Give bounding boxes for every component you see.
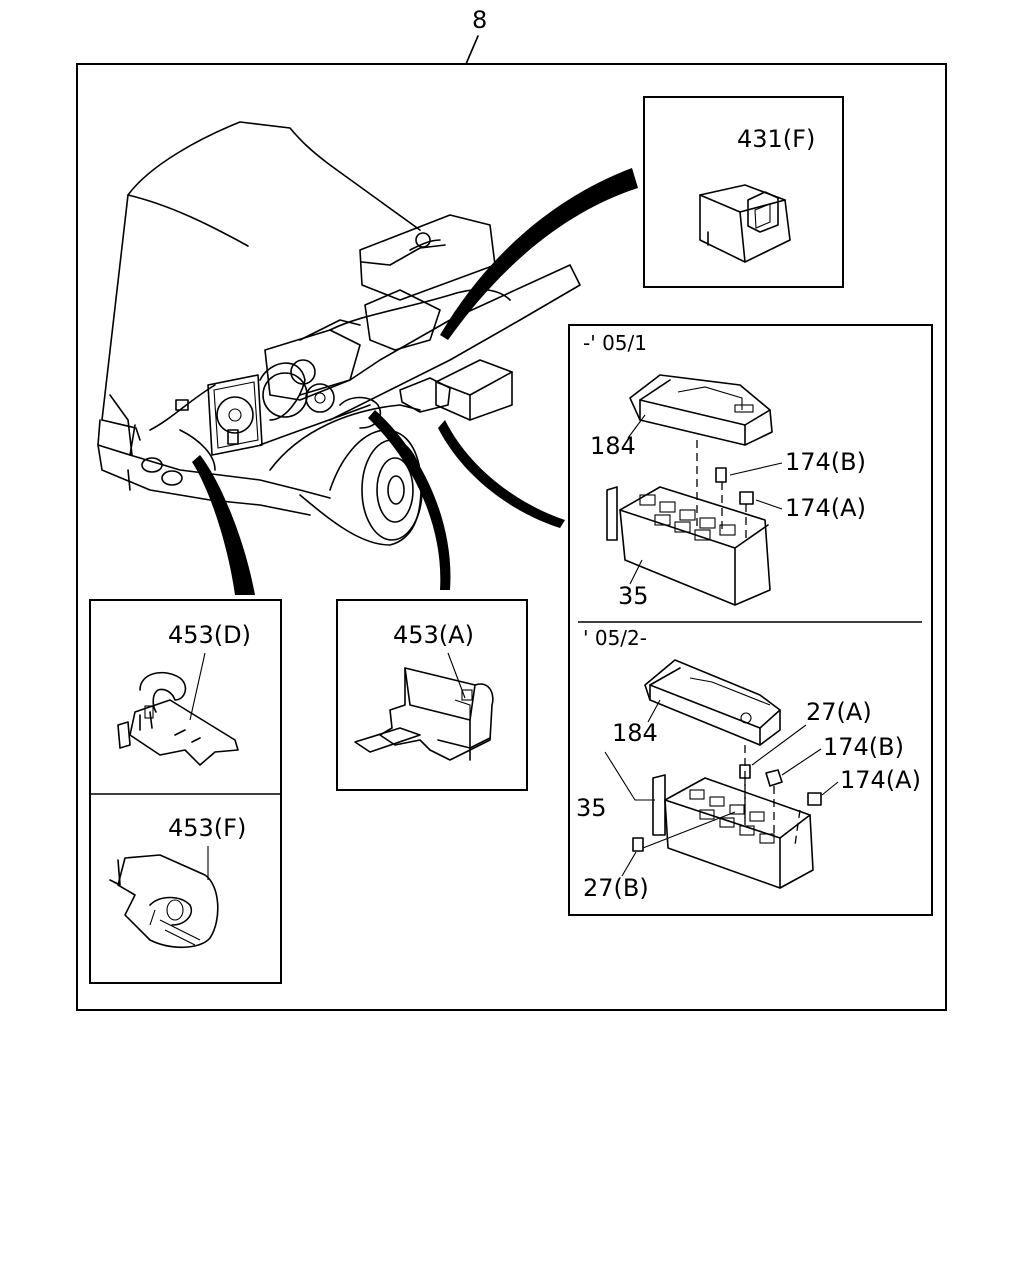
label-27A-late: 27(A) xyxy=(806,698,872,726)
figure-ref-leader xyxy=(465,35,479,65)
label-174A-early: 174(A) xyxy=(785,494,866,522)
connector-431F-drawing xyxy=(699,184,791,263)
callout-leader-453D xyxy=(192,455,255,595)
fuse-box-drawing-early xyxy=(606,374,773,606)
label-184-late: 184 xyxy=(612,719,658,747)
leader-174B-late xyxy=(781,748,822,776)
leader-184-early xyxy=(627,414,646,439)
panel-453A xyxy=(336,599,528,791)
figure-ref-number: 8 xyxy=(472,6,487,34)
bracket-453F-drawing xyxy=(109,854,219,949)
leader-184-late xyxy=(647,699,661,723)
label-453F: 453(F) xyxy=(168,814,246,842)
leader-174A-early xyxy=(755,499,783,510)
label-184-early: 184 xyxy=(590,432,636,460)
leader-27B-late xyxy=(621,851,637,877)
period-label-2: ' 05/2- xyxy=(583,626,647,650)
leader-27A-late xyxy=(751,724,807,766)
label-35-late: 35 xyxy=(576,794,607,822)
label-453A: 453(A) xyxy=(393,621,474,649)
outer-frame xyxy=(76,63,947,1011)
leader-35-late xyxy=(604,751,655,801)
label-453D: 453(D) xyxy=(168,621,251,649)
callout-leader-431F xyxy=(440,168,638,340)
label-174A-late: 174(A) xyxy=(840,766,921,794)
callout-leader-fusebox xyxy=(438,420,565,528)
label-35-early: 35 xyxy=(618,582,649,610)
leader-174A-late xyxy=(821,781,839,796)
panel-431F xyxy=(643,96,844,288)
bracket-453A-drawing xyxy=(354,667,494,761)
period-label-1: -' 05/1 xyxy=(583,331,647,355)
label-174B-late: 174(B) xyxy=(823,733,904,761)
callout-leader-453A xyxy=(368,410,451,590)
fuse-box-drawing-late xyxy=(632,659,822,889)
panel-453D-453F xyxy=(89,599,282,984)
label-431F: 431(F) xyxy=(737,125,815,153)
bracket-453D-drawing xyxy=(117,671,239,766)
label-174B-early: 174(B) xyxy=(785,448,866,476)
leader-35-early xyxy=(629,559,643,585)
leader-174B-early xyxy=(729,462,783,476)
leader-453D xyxy=(189,652,206,721)
vehicle-illustration xyxy=(97,121,581,546)
label-27B-late: 27(B) xyxy=(583,874,649,902)
